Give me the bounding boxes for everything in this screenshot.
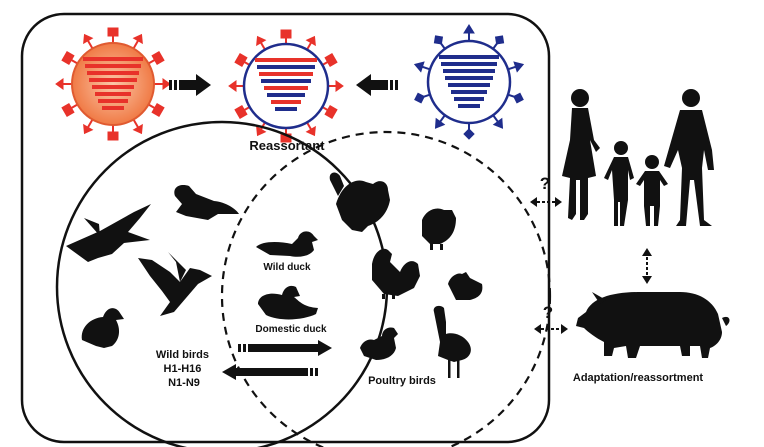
ostrich-icon: [433, 305, 471, 378]
rooster-icon: [372, 248, 420, 299]
outer-frame: [20, 12, 551, 444]
question-mark-pig: ?: [543, 303, 553, 322]
reassortant-label: Reassortant: [249, 138, 325, 153]
arrow-to-poultry: [238, 340, 332, 356]
wild-birds-circle: [55, 120, 389, 447]
quail-icon: [448, 272, 483, 300]
turkey-icon: [329, 172, 390, 232]
arrow-to-wild-birds: [222, 364, 318, 380]
virus-reassortant-icon: [228, 29, 344, 143]
virus-blue-icon: [413, 24, 525, 140]
mallard-flying-icon: [138, 252, 212, 316]
wild-duck-icon: [256, 231, 318, 257]
pig-icon: [576, 292, 730, 358]
double-arrow-vertical: [642, 248, 652, 284]
arrow-to-reassortant-left: [169, 74, 211, 96]
virus-orange-icon: [55, 27, 171, 141]
domestic-duck-label: Domestic duck: [255, 324, 327, 335]
spike: [107, 27, 119, 44]
duck-poultry-icon: [360, 327, 398, 360]
wild-birds-label: Wild birds H1-H16 N1-N9: [156, 349, 212, 389]
domestic-duck-icon: [258, 285, 318, 320]
wild-duck-label: Wild duck: [263, 262, 311, 273]
double-arrow-pig: [534, 324, 568, 334]
hen-icon: [422, 208, 456, 250]
question-mark-humans: ?: [540, 174, 550, 193]
wild-bird-flying-icon: [174, 185, 239, 220]
human-family-icon: [562, 89, 714, 226]
wild-goose-icon: [66, 204, 151, 262]
double-arrow-humans: [530, 197, 562, 207]
small-duck-icon: [81, 308, 124, 348]
adaptation-label: Adaptation/reassortment: [573, 372, 704, 384]
arrow-to-reassortant-right: [356, 74, 398, 96]
poultry-birds-circle: [220, 130, 552, 447]
poultry-birds-label: Poultry birds: [368, 375, 436, 387]
